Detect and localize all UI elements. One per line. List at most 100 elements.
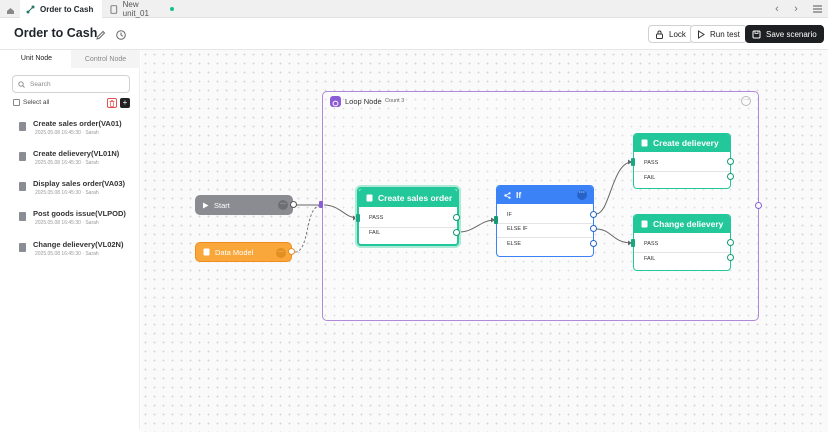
file-icon bbox=[641, 220, 648, 228]
loop-node-title: Loop Node bbox=[345, 97, 382, 106]
list-item[interactable]: Create sales order(VA01) 2025.05.08 16:4… bbox=[16, 118, 136, 142]
else-if-port[interactable] bbox=[590, 225, 597, 232]
menu-icon[interactable] bbox=[810, 2, 824, 16]
edge-elseif-to-change-delievery bbox=[595, 228, 633, 244]
fail-label: FAIL bbox=[644, 256, 656, 262]
item-user: Sarah bbox=[85, 160, 99, 166]
item-user: Sarah bbox=[85, 220, 99, 226]
else-port[interactable] bbox=[590, 240, 597, 247]
run-test-button[interactable]: Run test bbox=[690, 25, 747, 43]
list-item[interactable]: Change delievery(VL02N) 2025.05.08 16:45… bbox=[16, 239, 136, 263]
checkbox[interactable] bbox=[13, 99, 20, 106]
create-sales-order-pass-port[interactable] bbox=[453, 214, 460, 221]
history-icon[interactable] bbox=[115, 28, 127, 40]
select-all-checkbox[interactable]: Select all bbox=[13, 99, 49, 106]
select-all-label: Select all bbox=[23, 99, 50, 106]
list-item[interactable]: Create delievery(VL01N) 2025.05.08 16:45… bbox=[16, 148, 136, 172]
data-model-menu-icon[interactable]: ··· bbox=[276, 248, 286, 258]
arrow-head bbox=[353, 215, 357, 221]
search-placeholder: Search bbox=[30, 80, 51, 88]
fail-label: FAIL bbox=[369, 230, 381, 236]
create-delievery-pass-port[interactable] bbox=[727, 158, 734, 165]
list-item[interactable]: Post goods issue(VLPOD) 2025.05.08 16:45… bbox=[16, 208, 136, 232]
search-input[interactable]: Search bbox=[12, 75, 130, 93]
item-meta: 2025.05.08 16:45:30 · Sarah bbox=[35, 190, 99, 196]
edit-icon[interactable] bbox=[95, 28, 107, 40]
item-name: Change delievery(VL02N) bbox=[33, 240, 124, 249]
tab-control-node[interactable]: Control Node bbox=[71, 50, 140, 68]
node-title: Change delievery bbox=[653, 219, 724, 229]
node-header: Create sales order bbox=[359, 189, 457, 207]
chevron-right-icon[interactable]: › bbox=[794, 3, 798, 15]
file-icon bbox=[19, 212, 26, 221]
loop-output-port[interactable] bbox=[755, 202, 762, 209]
divider bbox=[497, 223, 593, 224]
node-title: Create delievery bbox=[653, 138, 719, 148]
start-label: Start bbox=[214, 200, 230, 210]
item-name: Create delievery(VL01N) bbox=[33, 149, 120, 158]
lock-icon bbox=[656, 30, 663, 39]
start-node[interactable]: Start ··· bbox=[195, 195, 293, 215]
sidebar: Unit Node Control Node Search Select all… bbox=[2, 50, 140, 430]
fail-label: FAIL bbox=[644, 175, 656, 181]
page-title: Order to Cash bbox=[14, 26, 98, 40]
tab-unit-node[interactable]: Unit Node bbox=[2, 50, 71, 68]
tab-new-unit[interactable]: New unit_01 bbox=[104, 0, 174, 18]
data-model-label: Data Model bbox=[215, 247, 254, 257]
list-item[interactable]: Display sales order(VA03) 2025.05.08 16:… bbox=[16, 178, 136, 202]
create-delievery-fail-port[interactable] bbox=[727, 173, 734, 180]
else-if-label: ELSE IF bbox=[507, 226, 528, 232]
item-date: 2025.05.08 16:45:30 bbox=[35, 220, 81, 226]
node-header: Change delievery bbox=[634, 215, 730, 233]
change-delievery-pass-port[interactable] bbox=[727, 239, 734, 246]
create-delievery-input-port[interactable] bbox=[631, 158, 635, 166]
file-icon bbox=[19, 152, 26, 161]
item-meta: 2025.05.08 16:45:30 · Sarah bbox=[35, 160, 99, 166]
item-name: Post goods issue(VLPOD) bbox=[33, 209, 126, 218]
item-meta: 2025.05.08 16:45:30 · Sarah bbox=[35, 130, 99, 136]
save-icon bbox=[752, 30, 761, 38]
play-icon bbox=[698, 29, 705, 39]
file-icon bbox=[19, 122, 26, 131]
node-header: Create delievery bbox=[634, 134, 730, 152]
if-node[interactable]: If ··· IF ELSE IF ELSE bbox=[496, 185, 594, 257]
edge-if-to-create-delievery bbox=[595, 161, 633, 215]
loop-input-port[interactable] bbox=[319, 201, 323, 208]
data-model-node[interactable]: Data Model ··· bbox=[195, 242, 292, 262]
start-output-port[interactable] bbox=[290, 201, 297, 208]
pass-label: PASS bbox=[644, 241, 659, 247]
data-model-output-port[interactable] bbox=[288, 248, 295, 255]
divider bbox=[359, 227, 457, 228]
edge-datamodel-to-loop bbox=[294, 205, 321, 253]
save-scenario-label: Save scenario bbox=[766, 29, 817, 39]
create-sales-order-fail-port[interactable] bbox=[453, 229, 460, 236]
loop-icon bbox=[330, 96, 341, 107]
chevron-left-icon[interactable]: ‹ bbox=[775, 3, 779, 15]
tab-order-to-cash[interactable]: Order to Cash bbox=[20, 0, 102, 18]
item-meta: 2025.05.08 16:45:30 · Sarah bbox=[35, 251, 99, 257]
plus-icon[interactable]: + bbox=[120, 98, 130, 108]
if-menu-icon[interactable]: ··· bbox=[577, 190, 587, 200]
flow-canvas[interactable] bbox=[141, 50, 828, 432]
edge-fail-to-if bbox=[458, 219, 496, 233]
if-port[interactable] bbox=[590, 211, 597, 218]
create-sales-order-input-port[interactable] bbox=[356, 214, 360, 222]
change-delievery-input-port[interactable] bbox=[631, 239, 635, 247]
trash-icon[interactable] bbox=[107, 98, 117, 108]
if-input-port[interactable] bbox=[494, 216, 498, 224]
home-icon[interactable] bbox=[4, 3, 17, 15]
change-delievery-fail-port[interactable] bbox=[727, 254, 734, 261]
run-test-label: Run test bbox=[710, 29, 740, 39]
node-title: If bbox=[516, 190, 522, 200]
create-delievery-node[interactable]: Create delievery PASS FAIL bbox=[633, 133, 731, 189]
node-title: Create sales order bbox=[378, 193, 453, 203]
create-sales-order-node[interactable]: Create sales order PASS FAIL bbox=[357, 187, 459, 246]
start-menu-icon[interactable]: ··· bbox=[278, 200, 288, 210]
item-meta: 2025.05.08 16:45:30 · Sarah bbox=[35, 220, 99, 226]
file-icon bbox=[110, 4, 118, 14]
loop-menu-icon[interactable]: ··· bbox=[741, 96, 751, 106]
lock-button[interactable]: Lock bbox=[648, 25, 693, 43]
save-scenario-button[interactable]: Save scenario bbox=[745, 25, 824, 43]
change-delievery-node[interactable]: Change delievery PASS FAIL bbox=[633, 214, 731, 271]
item-user: Sarah bbox=[85, 130, 99, 136]
